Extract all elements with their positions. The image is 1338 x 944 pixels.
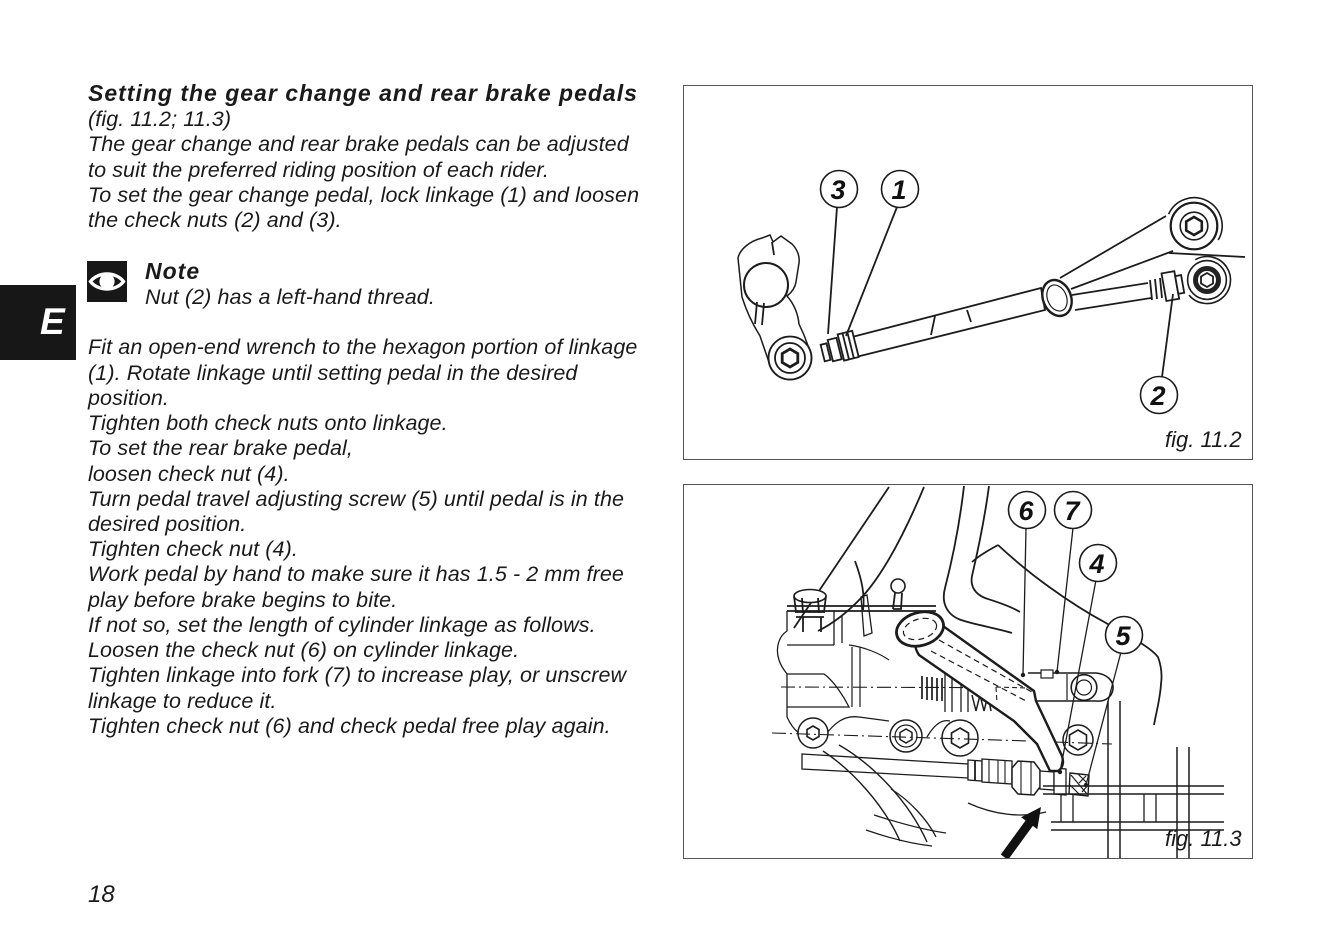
svg-text:4: 4: [1088, 549, 1104, 579]
svg-text:2: 2: [1149, 381, 1165, 411]
svg-text:7: 7: [1064, 496, 1081, 526]
svg-text:3: 3: [830, 175, 845, 205]
svg-text:5: 5: [1115, 621, 1131, 651]
svg-text:6: 6: [1018, 496, 1034, 526]
svg-text:1: 1: [891, 175, 906, 205]
